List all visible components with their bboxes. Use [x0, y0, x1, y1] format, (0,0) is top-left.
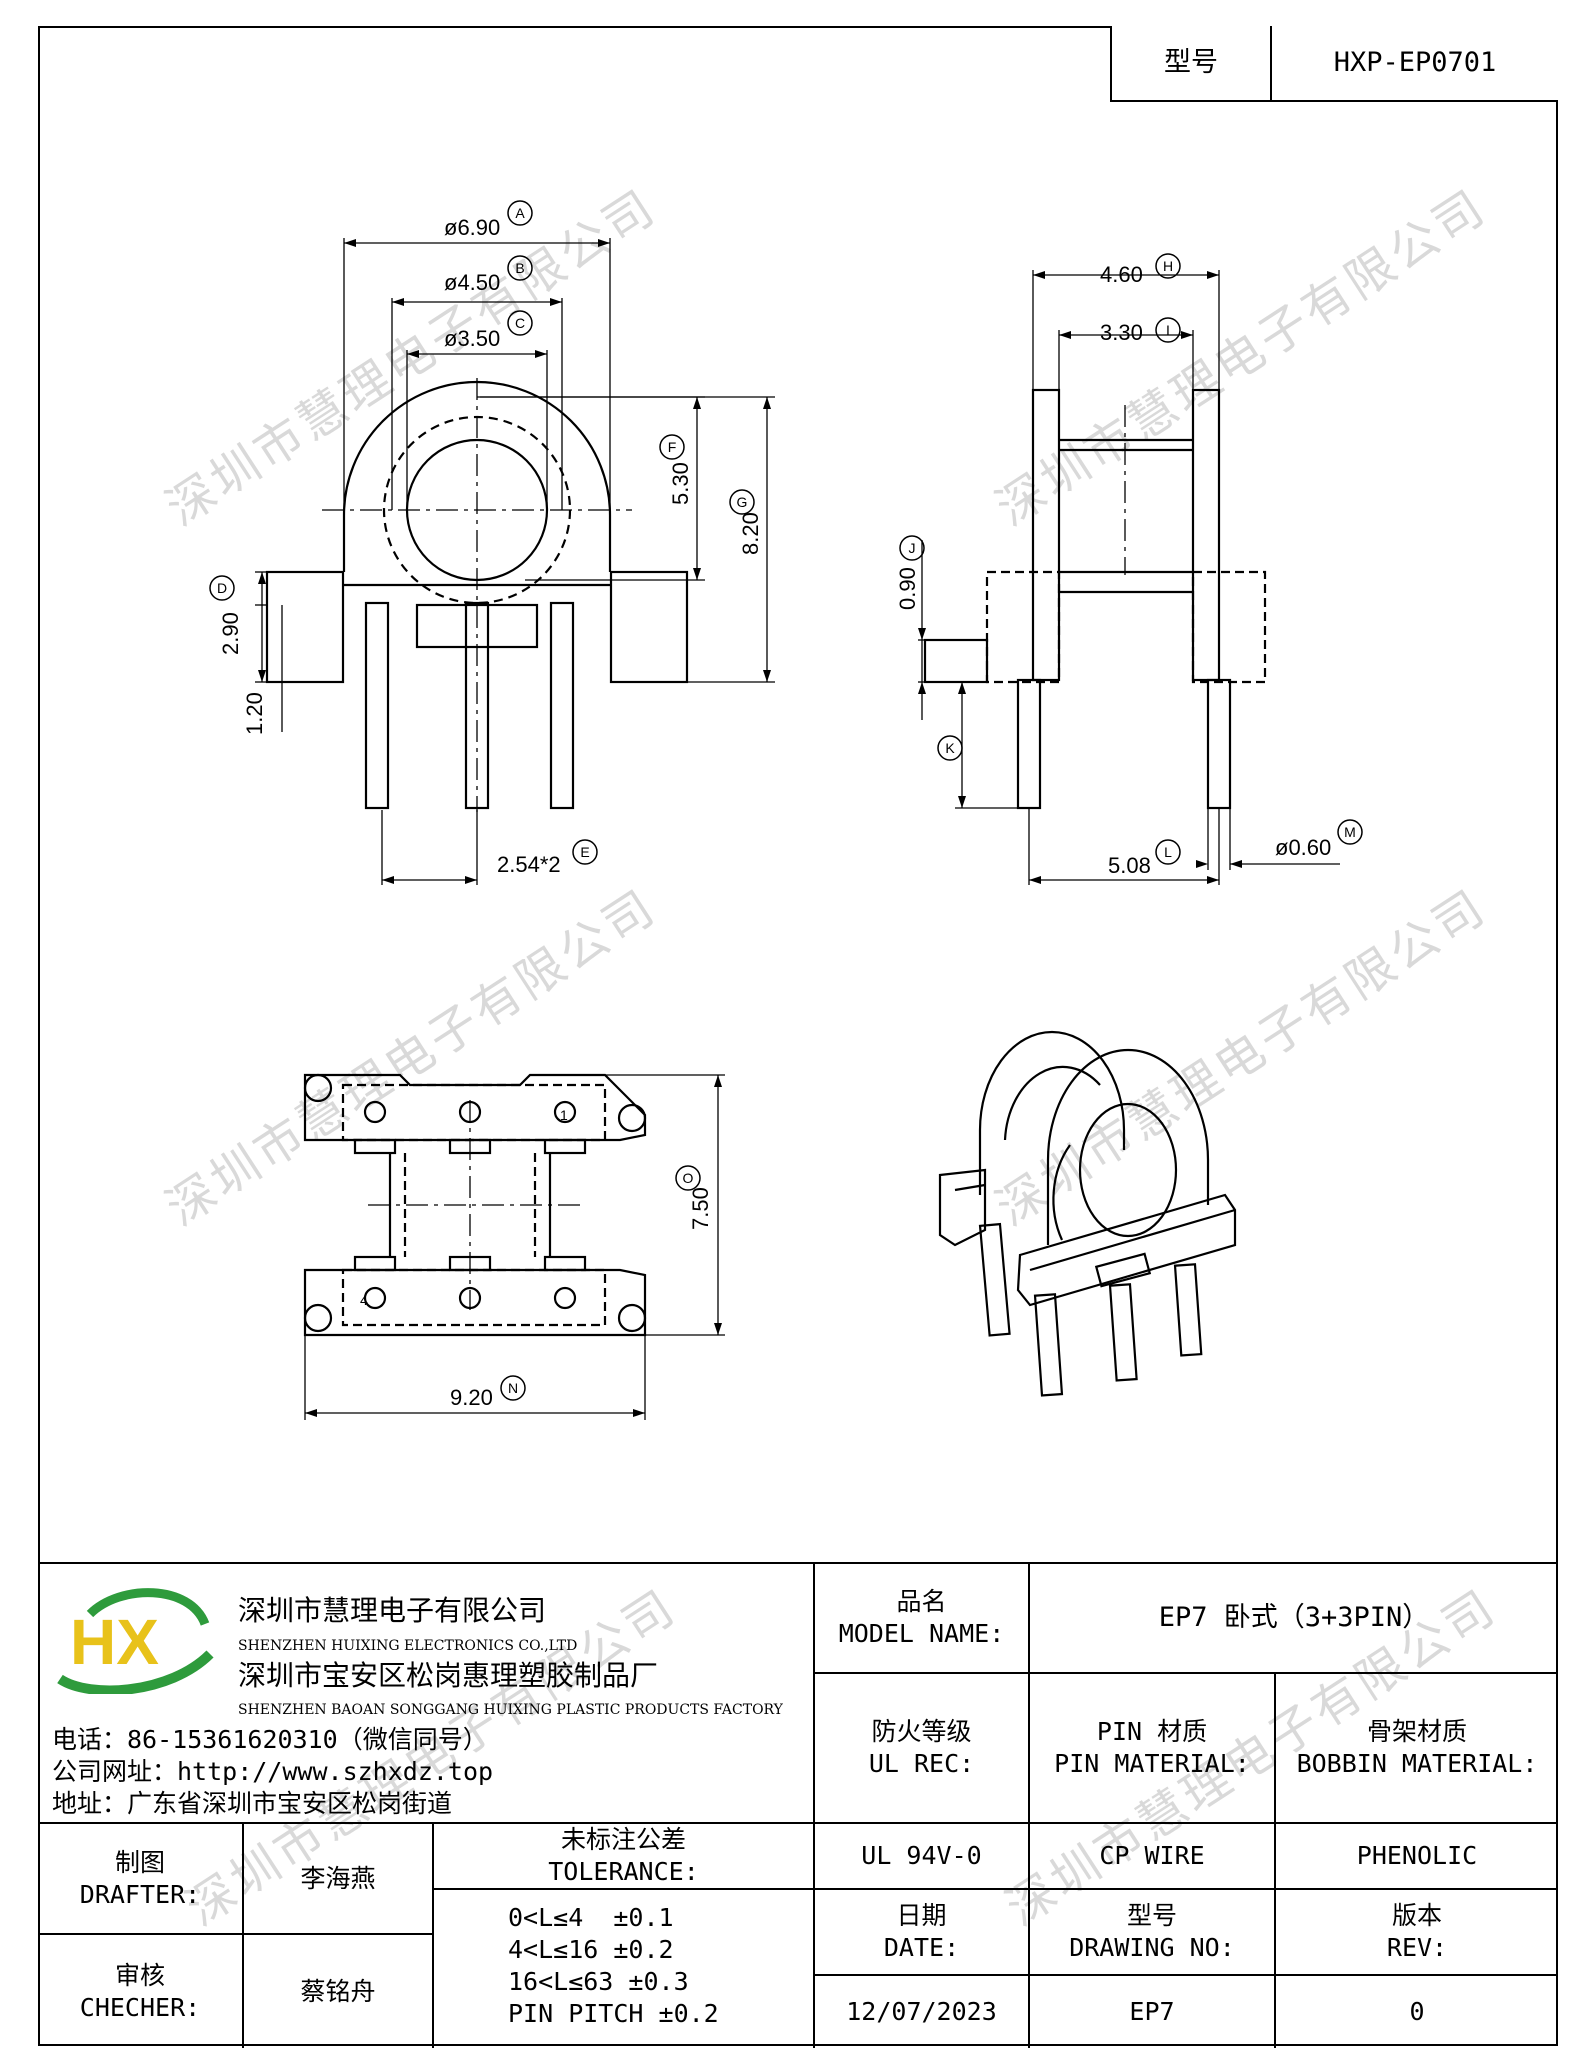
- rev-label: 版本 REV:: [1276, 1890, 1558, 1976]
- rev-cn: 版本: [1391, 1901, 1442, 1930]
- drawing-no-value: EP7: [1030, 1976, 1276, 2048]
- dim-d: 2.90: [218, 612, 243, 655]
- rev-en: REV:: [1386, 1933, 1448, 1962]
- dim-g: 8.20: [738, 512, 763, 555]
- date-label: 日期 DATE:: [815, 1890, 1030, 1976]
- date-en: DATE:: [883, 1933, 960, 1962]
- divider: [38, 1822, 1558, 1824]
- pin-material-en: PIN MATERIAL:: [1054, 1749, 1250, 1778]
- model-name-value: EP7 卧式（3+3PIN）: [1030, 1564, 1558, 1674]
- dim-o: 7.50: [688, 1187, 713, 1230]
- dim-n: 9.20: [450, 1385, 493, 1410]
- tag-f: F: [668, 439, 677, 455]
- tolerance-row: 0<L≤4 ±0.1: [508, 1903, 674, 1932]
- drawing-no-en: DRAWING NO:: [1069, 1933, 1235, 1962]
- tolerance-row: PIN PITCH ±0.2: [508, 1999, 719, 2028]
- side-view: [918, 270, 1340, 885]
- tag-m: M: [1344, 824, 1356, 840]
- bobbin-material-en: BOBBIN MATERIAL:: [1296, 1749, 1538, 1778]
- model-name-label: 品名 MODEL NAME:: [815, 1564, 1030, 1674]
- logo-letters: HX: [70, 1606, 159, 1678]
- drafter-label: 制图 DRAFTER:: [38, 1824, 244, 1935]
- dim-i: 3.30: [1100, 320, 1143, 345]
- company-logo: HX: [57, 1588, 214, 1694]
- checker-name: 蔡铭舟: [244, 1935, 434, 2048]
- technical-drawing: ø6.90 ø4.50 ø3.50 5.30 8.20 2.90 1.20 2.…: [209, 200, 1363, 1420]
- ul-rec-en: UL REC:: [868, 1749, 975, 1778]
- drafter-name: 李海燕: [244, 1824, 434, 1935]
- ul-rec-cn: 防火等级: [871, 1717, 972, 1746]
- tolerance-row: 16<L≤63 ±0.3: [508, 1967, 689, 1996]
- tag-o: O: [683, 1170, 694, 1186]
- tolerance-en: TOLERANCE:: [548, 1857, 699, 1886]
- company-address: 地址：广东省深圳市宝安区松岗街道: [52, 1789, 453, 1818]
- factory-name-cn: 深圳市宝安区松岗惠理塑胶制品厂: [238, 1659, 659, 1692]
- pin-material-cn: PIN 材质: [1096, 1717, 1208, 1746]
- pin-4-label: 4: [360, 1292, 368, 1308]
- tag-n: N: [508, 1380, 518, 1396]
- tag-l: L: [1164, 844, 1172, 860]
- checker-en: CHECHER:: [79, 1992, 201, 2022]
- dim-m: ø0.60: [1275, 835, 1331, 860]
- drawing-no-cn: 型号: [1126, 1901, 1177, 1930]
- dim-a: ø6.90: [444, 215, 500, 240]
- dim-pitch: 2.54*2: [497, 852, 561, 877]
- model-value: HXP-EP0701: [1333, 47, 1497, 78]
- pin-material-label: PIN 材质 PIN MATERIAL:: [1030, 1674, 1276, 1822]
- bobbin-material-cn: 骨架材质: [1366, 1717, 1467, 1746]
- tag-i: I: [1166, 322, 1170, 338]
- tag-c: C: [515, 315, 525, 331]
- rev-value: 0: [1409, 1997, 1425, 2026]
- company-info: HX 深圳市慧理电子有限公司 SHENZHEN HUIXING ELECTRON…: [38, 1564, 813, 1822]
- ul-rec-label: 防火等级 UL REC:: [815, 1674, 1030, 1822]
- tag-k: K: [945, 740, 955, 756]
- tag-g: G: [737, 494, 748, 510]
- company-name-en: SHENZHEN HUIXING ELECTRONICS CO.,LTD: [238, 1638, 578, 1654]
- ul-value: UL 94V-0: [815, 1824, 1030, 1890]
- company-website[interactable]: 公司网址：http://www.szhxdz.top: [52, 1757, 494, 1786]
- front-view: [255, 238, 775, 885]
- drafter-en: DRAFTER:: [79, 1879, 201, 1909]
- drafter-cn: 制图: [114, 1847, 165, 1877]
- model-name-cn: 品名: [896, 1587, 947, 1616]
- tag-j: J: [909, 540, 916, 556]
- tag-b: B: [515, 260, 524, 276]
- tag-e: E: [580, 844, 589, 860]
- company-name-cn: 深圳市慧理电子有限公司: [238, 1594, 547, 1627]
- dim-b: ø4.50: [444, 270, 500, 295]
- dim-h: 4.60: [1100, 262, 1143, 287]
- divider: [813, 1564, 815, 2048]
- tag-d: D: [217, 580, 227, 596]
- tolerance-row: 4<L≤16 ±0.2: [508, 1935, 674, 1964]
- bobbin-material-label: 骨架材质 BOBBIN MATERIAL:: [1276, 1674, 1558, 1822]
- factory-name-en: SHENZHEN BAOAN SONGGANG HUIXING PLASTIC …: [238, 1702, 783, 1718]
- tolerance-cn: 未标注公差: [560, 1825, 686, 1854]
- bobbin-material-value: PHENOLIC: [1276, 1824, 1558, 1890]
- drawing-no-label: 型号 DRAWING NO:: [1030, 1890, 1276, 1976]
- tag-h: H: [1163, 258, 1173, 274]
- checker-cn: 审核: [114, 1960, 165, 1990]
- tolerance-list: 0<L≤4 ±0.1 4<L≤16 ±0.2 16<L≤63 ±0.3 PIN …: [508, 1902, 808, 2030]
- isometric-view: [938, 1030, 1237, 1397]
- dim-l: 5.08: [1108, 853, 1151, 878]
- title-block: HX 深圳市慧理电子有限公司 SHENZHEN HUIXING ELECTRON…: [38, 1562, 1558, 2048]
- dim-j: 0.90: [895, 567, 920, 610]
- checker-label: 审核 CHECHER:: [38, 1935, 244, 2048]
- dim-f: 5.30: [668, 462, 693, 505]
- pin-1-label: 1: [560, 1107, 568, 1123]
- model-name-en: MODEL NAME:: [838, 1619, 1005, 1648]
- date-value: 12/07/2023: [815, 1976, 1030, 2048]
- bottom-view: [303, 1073, 725, 1420]
- date-cn: 日期: [896, 1901, 947, 1930]
- tolerance-label: 未标注公差 TOLERANCE:: [434, 1824, 813, 1890]
- model-header: 型号 HXP-EP0701: [1110, 26, 1558, 102]
- model-label: 型号: [1112, 26, 1272, 100]
- dim-c: ø3.50: [444, 326, 500, 351]
- pin-material-value: CP WIRE: [1030, 1824, 1276, 1890]
- tag-a: A: [515, 205, 525, 221]
- company-phone: 电话：86-15361620310（微信同号）: [52, 1725, 488, 1754]
- drawing-frame: [38, 26, 1558, 2046]
- dim-1-20: 1.20: [242, 692, 267, 735]
